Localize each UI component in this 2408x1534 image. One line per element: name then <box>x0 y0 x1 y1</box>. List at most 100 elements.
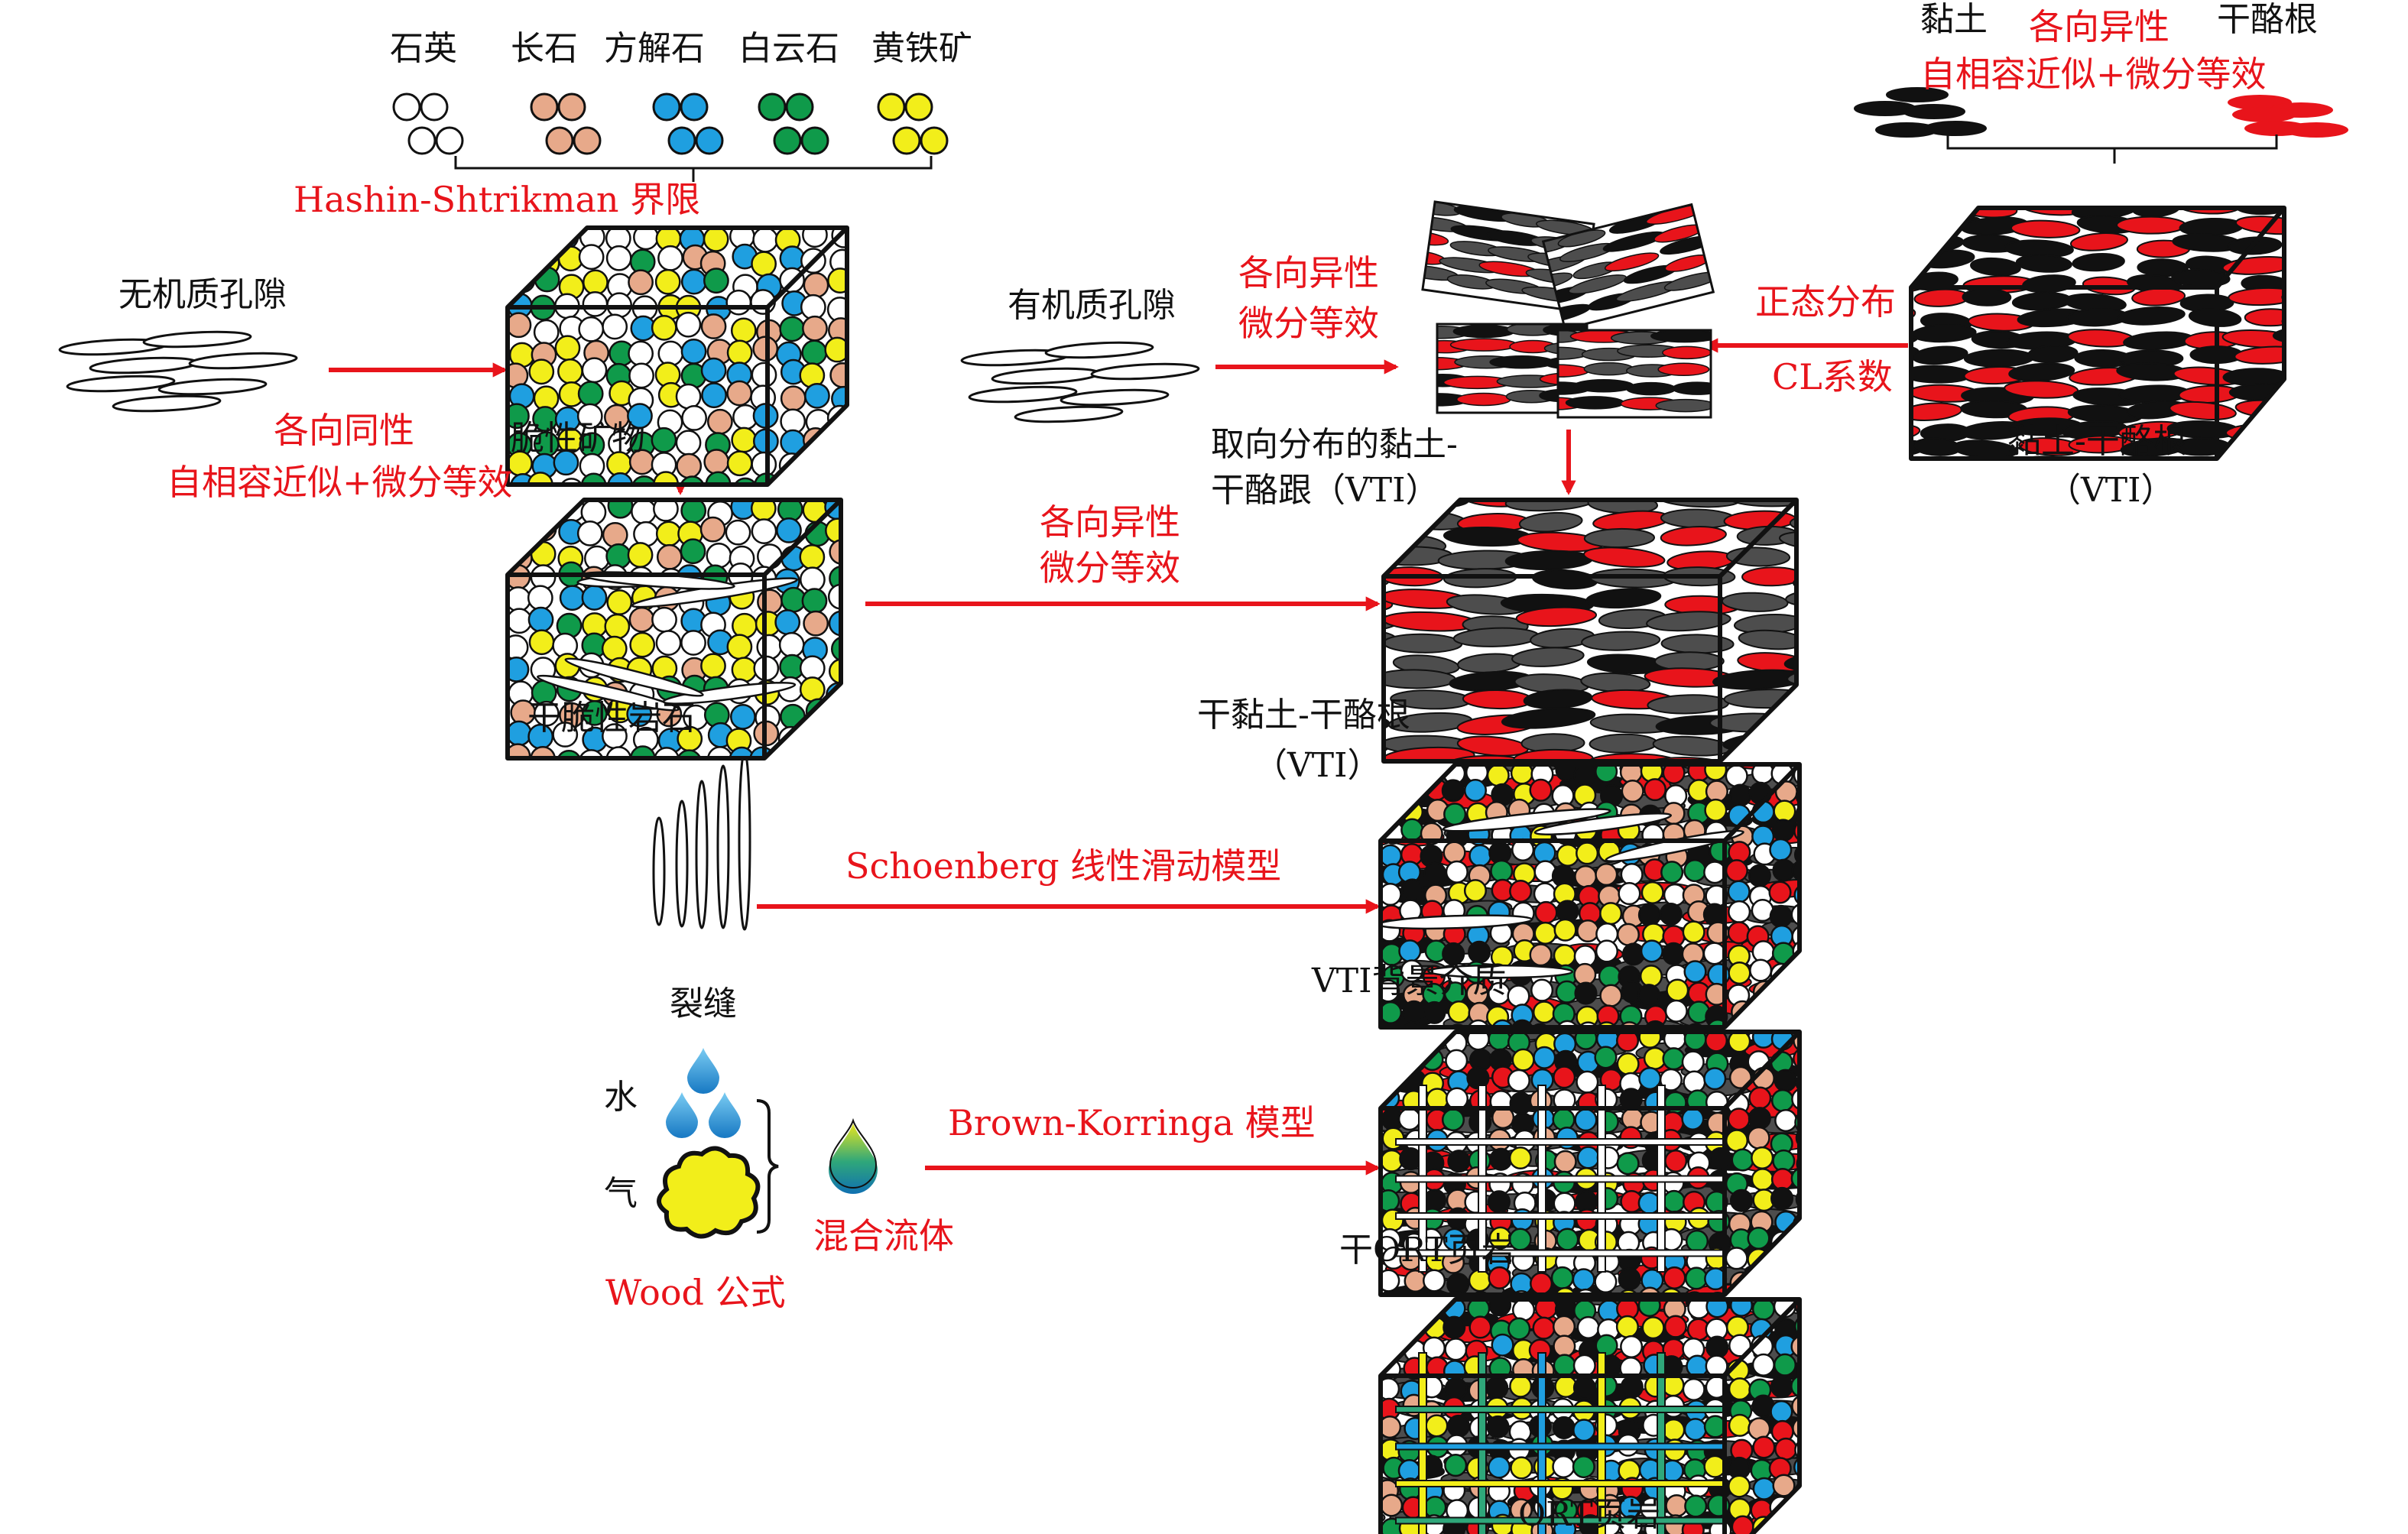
grain-circle <box>1507 984 1530 1008</box>
clay-kerogen-ellipse <box>2280 368 2284 387</box>
mineral-dolomite-circle <box>773 126 802 155</box>
grain-circle <box>1748 1107 1771 1130</box>
grain-circle <box>804 452 831 478</box>
clay-kerogen-ellipse <box>1381 1344 1387 1364</box>
grain-circle <box>1728 962 1751 985</box>
clay-kerogen-bracket <box>1946 135 2278 164</box>
grain-circle <box>508 312 532 339</box>
pore-streak <box>1442 808 1611 832</box>
cube-edges <box>1384 498 1799 761</box>
grain-circle <box>1445 1049 1468 1072</box>
grain-circle <box>1751 1299 1775 1321</box>
dry-ort-shale-label: 干ORT页岩 <box>1339 1231 1515 1270</box>
mixed-fluid-drop-outline <box>829 1117 878 1189</box>
clay-kerogen-ellipse <box>2234 345 2284 365</box>
grain-circle <box>582 699 608 726</box>
grain-circle <box>1747 1226 1770 1250</box>
clay-kerogen-ellipse <box>1381 1078 1391 1098</box>
grain-circle <box>1447 1000 1471 1024</box>
clay-kerogen-ellipse <box>1641 757 1730 761</box>
grain-circle <box>1510 1289 1533 1295</box>
cube-outline <box>1381 498 1799 764</box>
clay-kerogen-ellipse <box>1809 851 1865 871</box>
clay-kerogen-ellipse <box>1809 555 1871 578</box>
grain-circle <box>1795 1299 1800 1318</box>
grain-circle <box>1358 942 1380 964</box>
grain-circle <box>1683 1291 1706 1295</box>
grain-circle <box>731 657 758 683</box>
grain-circle <box>1553 1354 1576 1377</box>
clay-kerogen-ellipse <box>1587 753 1680 761</box>
grain-circle <box>1683 859 1707 883</box>
clay-kerogen-ellipse <box>1306 936 1381 955</box>
grain-circle <box>827 728 841 754</box>
dry-clay-kerogen-label: 干黏土-干酪根 <box>1197 696 1410 735</box>
clay-kerogen-ellipse <box>1299 651 1383 673</box>
clay-kerogen-ellipse <box>1384 592 1394 613</box>
grain-circle <box>1532 1316 1556 1340</box>
grain-circle <box>1511 1048 1535 1072</box>
grain-circle <box>700 313 727 339</box>
grain-circle <box>1468 844 1492 868</box>
grain-circle <box>1485 1376 1509 1399</box>
grain-circle <box>801 724 828 751</box>
grain-circle <box>1795 1004 1800 1027</box>
clay-kerogen-ellipse <box>1803 1379 1886 1402</box>
clay-kerogen-ellipse <box>1800 1529 1871 1534</box>
clay-kerogen-ellipse <box>2231 436 2284 456</box>
grain-circle <box>1554 1374 1578 1398</box>
grain-circle <box>1357 1208 1378 1230</box>
grain-circle <box>1790 1374 1800 1398</box>
grain-circle <box>729 746 755 758</box>
pore-streak <box>662 681 797 705</box>
clay-kerogen-ellipse <box>1783 650 1796 672</box>
fracture-bedding <box>1395 1212 1725 1220</box>
grain-circle <box>1662 764 1686 785</box>
grain-circle <box>701 382 727 409</box>
clay-kerogen-ellipse <box>1726 500 1796 508</box>
grain-circle <box>1572 1376 1596 1399</box>
grain-circle <box>651 426 677 453</box>
grain-circle <box>1400 1032 1424 1054</box>
clay-kerogen-ellipse <box>1962 287 2012 306</box>
aniso-dem-mid-detail: 微分等效 <box>1040 547 1180 589</box>
grain-circle <box>1355 1001 1377 1022</box>
clay-kerogen-ellipse <box>1785 588 1796 608</box>
kerogen-ellipse <box>2284 122 2348 138</box>
grain-circle <box>1681 1107 1705 1130</box>
aniso-dem-top-detail: 微分等效 <box>1238 303 1379 344</box>
grain-circle <box>508 516 533 543</box>
clay-kerogen-ellipse <box>2293 239 2341 258</box>
tile-ellipse <box>1662 345 1711 360</box>
grain-circle <box>1469 1290 1493 1295</box>
tile-ellipse <box>1456 392 1511 407</box>
aniso-sca-detail: 自相容近似+微分等效 <box>1920 54 2267 95</box>
cube-edges <box>1381 762 1802 1027</box>
clay-kerogen-ellipse <box>1381 843 1386 862</box>
clay-kerogen-ellipse <box>1712 669 1796 690</box>
clay-kerogen-ellipse <box>1796 793 1800 813</box>
grain-circle <box>1616 1152 1640 1176</box>
pore-streak <box>1427 964 1574 979</box>
grain-circle <box>1620 1335 1644 1358</box>
clay-kerogen-ellipse <box>1307 1311 1378 1328</box>
grain-circle <box>801 339 828 366</box>
grain-circle <box>1507 1317 1531 1341</box>
grain-circle <box>1398 1299 1422 1321</box>
clay-kerogen-ellipse <box>1807 1432 1886 1455</box>
grain-circle <box>1748 1086 1772 1110</box>
grain-circle <box>703 228 729 252</box>
clay-kerogen-ellipse <box>1803 616 1869 634</box>
clay-kerogen-ellipse <box>2281 288 2284 308</box>
grain-circle <box>1795 740 1816 761</box>
grain-circle <box>1552 1108 1576 1131</box>
grain-circle <box>602 522 628 548</box>
clay-kerogen-ellipse <box>1813 977 1885 997</box>
clay-kerogen-ellipse <box>1585 588 1662 609</box>
grain-circle <box>1795 1228 1800 1251</box>
clay-kerogen-ellipse <box>1653 500 1741 508</box>
grain-circle <box>1790 1166 1800 1190</box>
clay-kerogen-ellipse <box>2296 346 2348 365</box>
clay-kerogen-ellipse <box>2010 219 2081 238</box>
